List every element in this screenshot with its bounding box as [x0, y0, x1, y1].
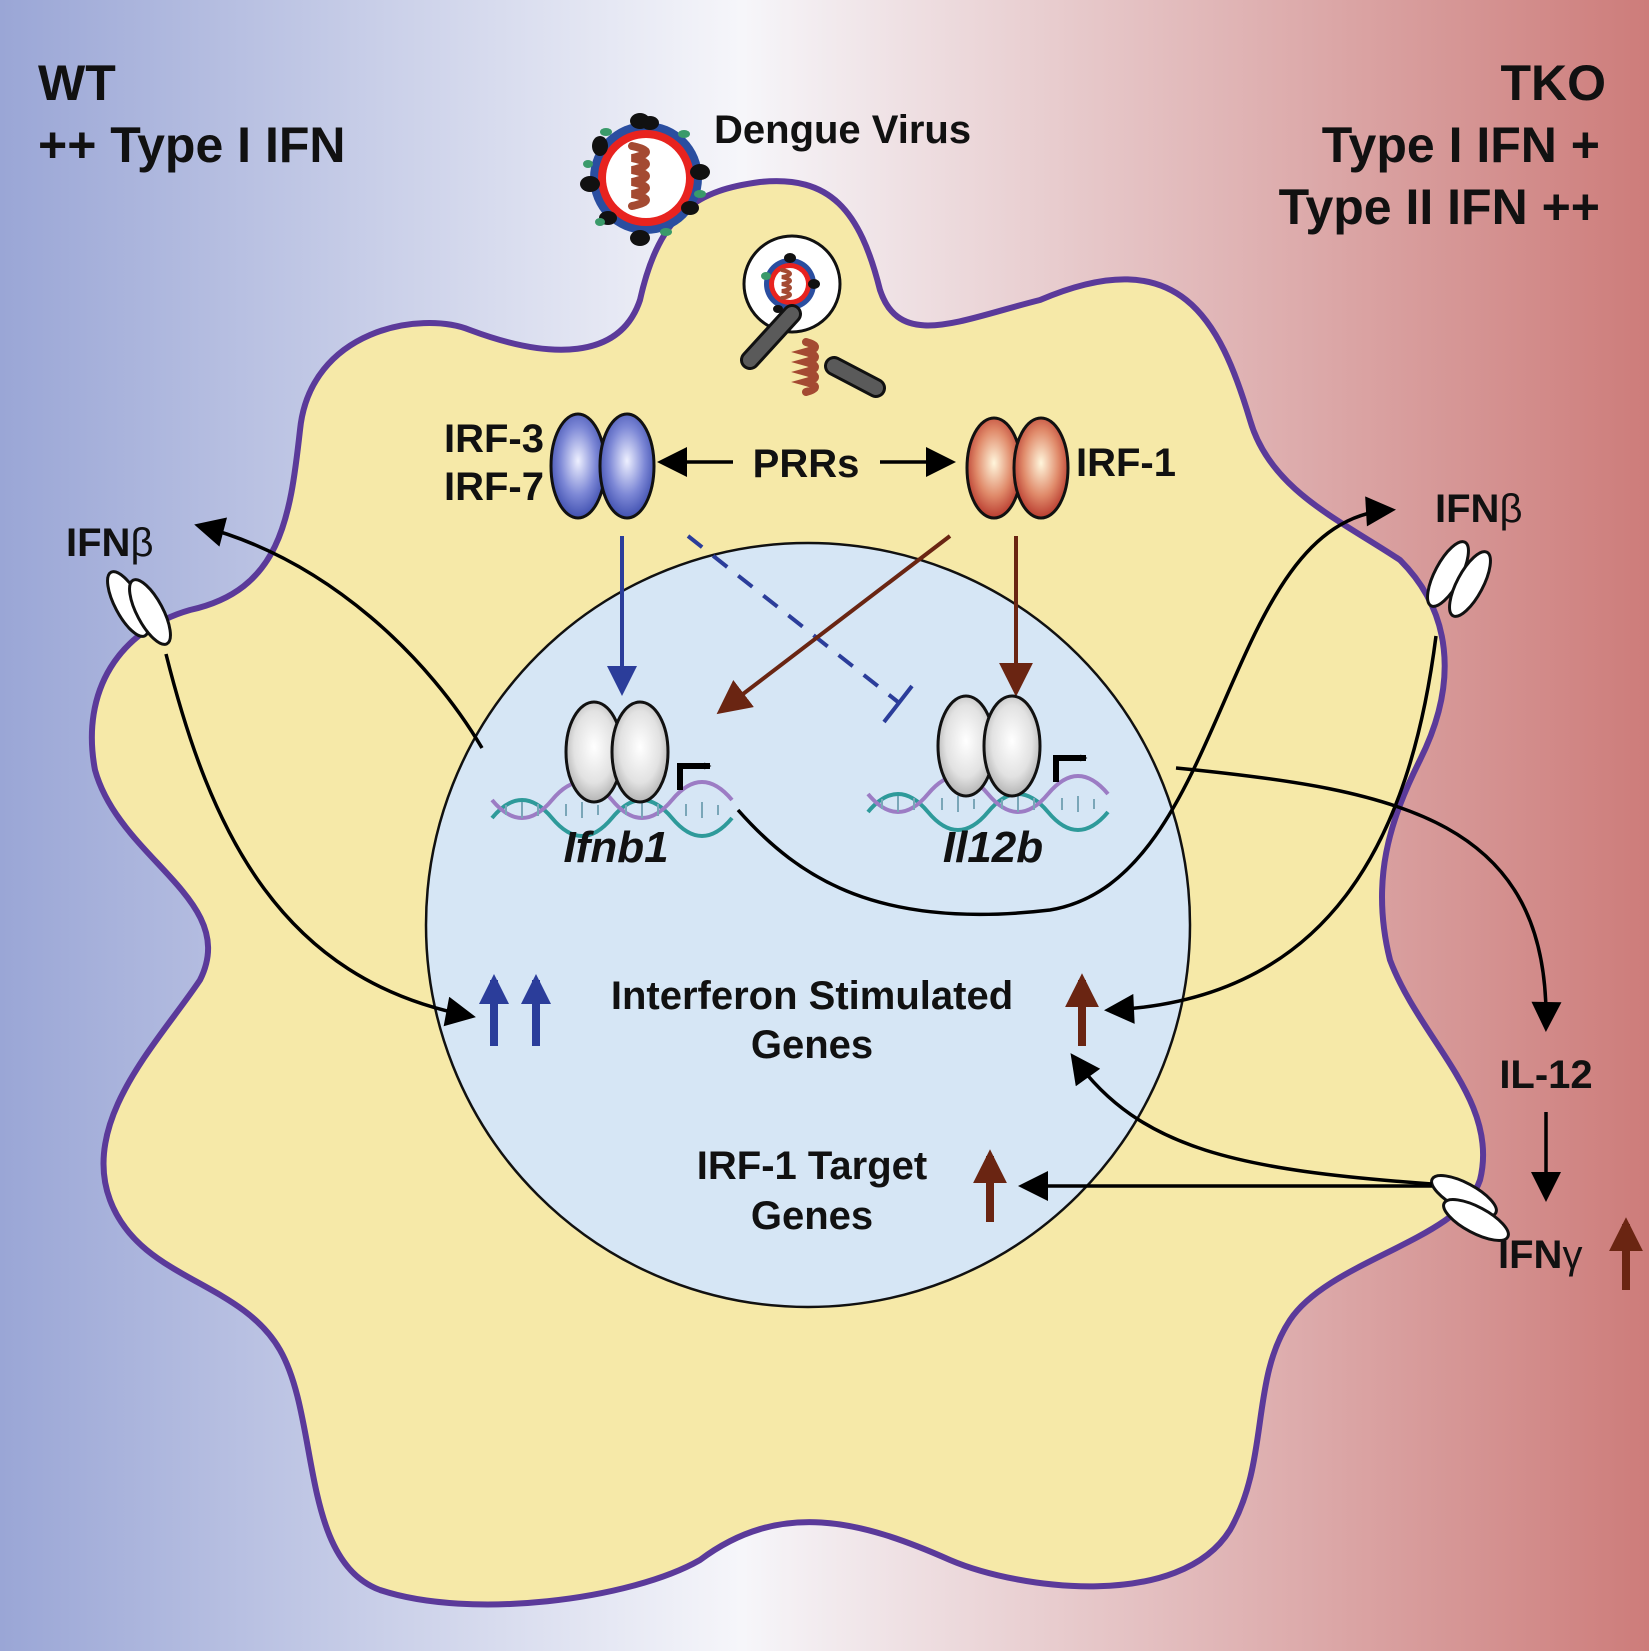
irf7-label: IRF-7 [444, 465, 544, 509]
il12-label: IL-12 [1499, 1053, 1592, 1097]
inhibition-bar [882, 684, 914, 724]
irf3-inhibits-il12b-line [686, 534, 900, 704]
il12b-dna-icon [866, 774, 1110, 832]
left-ifn-text: IFN [66, 521, 130, 565]
viral-rna-icon [791, 338, 819, 396]
dengue-virus-label: Dengue Virus [714, 108, 971, 152]
irf1-to-ifnb1-arrow [716, 534, 952, 715]
ifnb1-to-left-ifnb-arrow [194, 517, 484, 749]
right-ifn-text: IFN [1435, 487, 1499, 531]
ifnb1-transcription-complex [564, 700, 670, 804]
left-ifnb-receptor [106, 570, 172, 646]
irf3-irf7-dimer [549, 412, 656, 520]
gamma-symbol: γ [1562, 1233, 1582, 1277]
irf1-dimer [965, 416, 1070, 520]
irf3-label: IRF-3 [444, 417, 544, 461]
right-beta-symbol: β [1499, 487, 1522, 531]
left-ifnb-label: IFNβ [66, 521, 153, 565]
ifnb1-dna-icon [490, 780, 734, 838]
il12b-to-il12-arrow [1175, 766, 1562, 1032]
ifnb1-gene-label: Ifnb1 [563, 823, 668, 872]
right-receptor-to-isg-arrow [1104, 635, 1438, 1024]
right-ifnb-label: IFNβ [1435, 487, 1522, 531]
ifnb1-to-right-ifnb-arrow [736, 496, 1396, 917]
tko-subtitle-type1: Type I IFN + [1322, 117, 1600, 173]
il12b-tss-arrow [1053, 754, 1088, 782]
il12b-transcription-complex [936, 694, 1042, 798]
il12b-gene-label: Il12b [943, 823, 1043, 872]
irf1-targets-label-line1: IRF-1 Target [697, 1144, 927, 1188]
left-beta-symbol: β [130, 521, 153, 565]
wt-subtitle: ++ Type I IFN [38, 117, 346, 173]
endosome-icon [742, 234, 842, 334]
ifng-receptor-to-isg-arrow [1070, 1053, 1433, 1186]
ifng-receptor [1430, 1174, 1510, 1242]
tko-subtitle-type2: Type II IFN ++ [1279, 179, 1600, 235]
ifng-label: IFNγ [1498, 1233, 1582, 1277]
prrs-label: PRRs [753, 442, 860, 486]
dengue-virus-icon [580, 113, 710, 246]
isg-label-line2: Genes [751, 1023, 873, 1067]
irf1-targets-label-line2: Genes [751, 1194, 873, 1238]
pattern-receptor-rods [740, 304, 886, 398]
nucleus [424, 541, 1192, 1309]
right-ifnb-receptor [1426, 540, 1492, 618]
left-receptor-to-isg-arrow [164, 653, 476, 1027]
ifnb1-tss-arrow [677, 762, 712, 790]
wt-label: WT [38, 55, 116, 111]
irf1-label: IRF-1 [1076, 441, 1176, 485]
ifng-ifn-text: IFN [1498, 1233, 1562, 1277]
isg-label-line1: Interferon Stimulated [611, 974, 1013, 1018]
tko-label: TKO [1500, 55, 1606, 111]
